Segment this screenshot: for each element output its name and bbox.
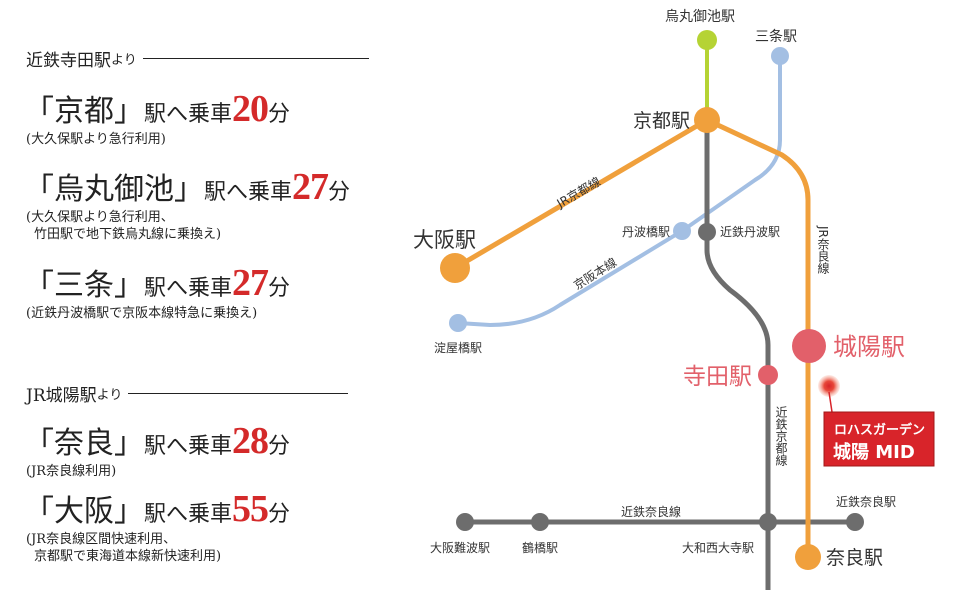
section-heading-joyo: JR城陽駅より	[26, 381, 349, 406]
label-kintetsu-tamba: 近鉄丹波駅	[720, 224, 780, 239]
note: (大久保駅より急行利用)	[26, 132, 166, 147]
unit: 分	[268, 102, 291, 127]
route-text: 駅へ乗車	[144, 276, 233, 301]
label-tambabashi: 丹波橋駅	[622, 225, 670, 239]
label-sanjo: 三条駅	[755, 28, 797, 45]
label-jr-nara-line: JR奈良線	[816, 225, 830, 274]
station-yodoyabashi	[449, 314, 467, 332]
section-heading-terada: 近鉄寺田駅より	[26, 46, 369, 71]
site-marker-icon	[818, 375, 840, 397]
site-label-line1: ロハスガーデン	[834, 422, 925, 438]
divider	[142, 58, 369, 59]
station-kintetsu-nara	[846, 513, 864, 531]
destination: 「京都」	[24, 94, 144, 129]
note: 京都駅で東海道本線新快速利用)	[34, 549, 222, 564]
keihan-line	[457, 56, 782, 328]
unit: 分	[328, 180, 351, 205]
destination: 「三条」	[24, 268, 144, 303]
divider	[128, 393, 349, 394]
unit: 分	[268, 434, 291, 459]
heading-text: 近鉄寺田駅	[26, 51, 111, 71]
label-nara: 奈良駅	[826, 547, 883, 569]
note: (JR奈良線区間快速利用、	[26, 532, 177, 547]
note: (大久保駅より急行利用、	[26, 210, 174, 225]
unit: 分	[268, 502, 291, 527]
station-sanjo	[771, 47, 789, 65]
jr-nara-line	[705, 117, 811, 557]
destination: 「烏丸御池」	[24, 172, 204, 207]
route-text: 駅へ乗車	[204, 180, 293, 205]
heading-suffix: より	[111, 53, 137, 68]
route-text: 駅へ乗車	[144, 502, 233, 527]
station-joyo	[792, 329, 826, 363]
label-yodoyabashi: 淀屋橋駅	[434, 341, 482, 355]
label-saidaiji: 大和西大寺駅	[682, 541, 754, 555]
station-terada	[758, 365, 778, 385]
label-osaka: 大阪駅	[413, 228, 476, 252]
label-kintetsu-nara-line: 近鉄奈良線	[621, 504, 681, 519]
destination: 「大阪」	[24, 494, 144, 529]
kintetsu-kyoto-line	[704, 120, 771, 590]
minutes: 28	[232, 420, 269, 462]
label-namba: 大阪難波駅	[430, 540, 490, 555]
label-kyoto: 京都駅	[633, 110, 690, 132]
station-karasuma-oike	[697, 30, 717, 50]
station-namba	[456, 513, 474, 531]
station-kyoto	[694, 107, 720, 133]
note: (近鉄丹波橋駅で京阪本線特急に乗換え)	[26, 306, 258, 321]
heading-suffix: より	[96, 388, 123, 403]
label-tsuruhashi: 鶴橋駅	[522, 540, 558, 555]
label-jr-kyoto-line: JR京都線	[553, 174, 603, 211]
station-kintetsu-tamba	[698, 223, 716, 241]
label-kintetsu-kyoto-line: 近鉄京都線	[774, 406, 788, 466]
jr-kyoto-line	[453, 117, 709, 271]
route-text: 駅へ乗車	[144, 434, 233, 459]
label-terada: 寺田駅	[683, 364, 752, 390]
route-text: 駅へ乗車	[144, 102, 233, 127]
site-label-box	[823, 411, 935, 467]
note: (JR奈良線利用)	[26, 464, 117, 479]
site-pointer	[828, 391, 833, 413]
label-karasuma-oike: 烏丸御池駅	[665, 8, 735, 25]
minutes: 27	[232, 262, 269, 304]
station-saidaiji	[759, 513, 777, 531]
station-osaka	[440, 253, 470, 283]
station-nara	[795, 544, 821, 570]
minutes: 55	[232, 488, 269, 530]
minutes: 27	[292, 166, 329, 208]
label-joyo: 城陽駅	[833, 333, 905, 361]
label-kintetsu-nara: 近鉄奈良駅	[836, 494, 896, 509]
note: 竹田駅で地下鉄烏丸線に乗換え)	[34, 227, 222, 242]
minutes: 20	[232, 88, 269, 130]
heading-text: JR城陽駅	[26, 386, 97, 406]
site-label-line2: 城陽 MID	[833, 441, 915, 463]
station-tsuruhashi	[531, 513, 549, 531]
destination: 「奈良」	[24, 426, 144, 461]
station-tambabashi	[673, 222, 691, 240]
unit: 分	[268, 276, 291, 301]
